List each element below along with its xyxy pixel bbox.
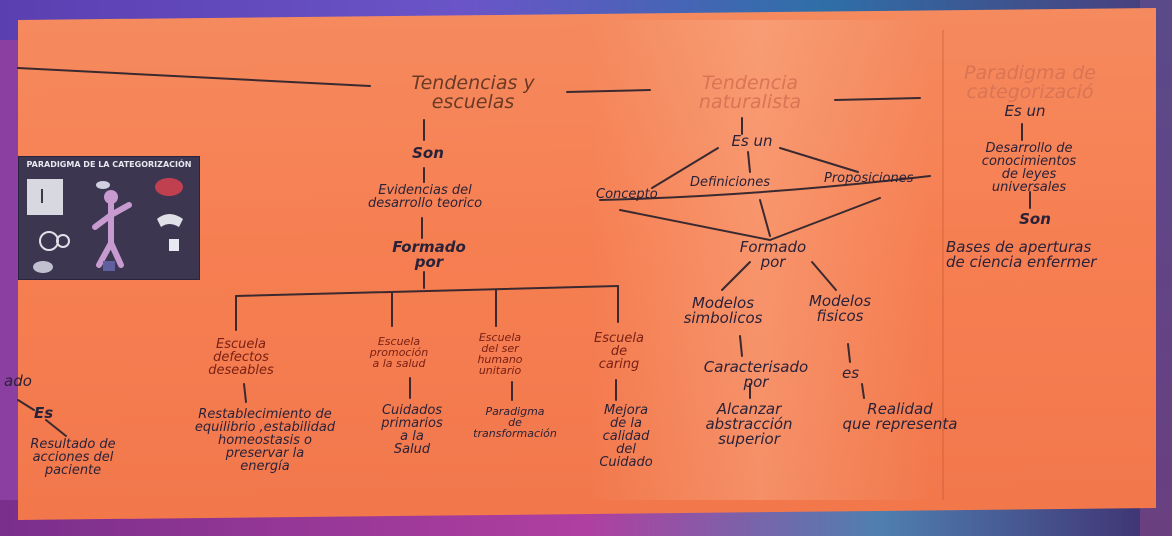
line-ado-es bbox=[17, 399, 35, 411]
pasted-picture: PARADIGMA DE LA CATEGORIZACIÓN bbox=[18, 156, 200, 280]
node-concepto: Concepto bbox=[596, 187, 658, 202]
node-alcanzar-abstraccion-superior: Alcanzar abstracción superior bbox=[705, 400, 793, 448]
picture-figure-head bbox=[104, 190, 118, 204]
line-concepto-formado bbox=[619, 209, 771, 241]
line-esun-definiciones bbox=[747, 151, 751, 173]
top-line-right bbox=[834, 97, 921, 101]
node-escuela-caring: Escuela de caring bbox=[594, 331, 644, 372]
line-es-realidad bbox=[861, 383, 865, 399]
line-definiciones-formado bbox=[759, 199, 771, 237]
line-esun-concepto bbox=[651, 147, 719, 189]
picture-title: PARADIGMA DE LA CATEGORIZACIÓN bbox=[26, 160, 192, 169]
label-son-right: Son bbox=[1019, 210, 1051, 228]
picture-illustration bbox=[27, 178, 183, 273]
paper-fold-crease bbox=[942, 30, 944, 500]
line-school1-result bbox=[243, 383, 247, 403]
picture-heart-icon bbox=[155, 178, 183, 196]
line-fisicos-es bbox=[847, 343, 851, 363]
title-paradigma-categorizacion: Paradigma de categorizació bbox=[964, 62, 1096, 103]
label-es-un-right: Es un bbox=[1004, 102, 1046, 120]
line-es-resultado bbox=[45, 419, 67, 437]
node-cuidados-primarios: Cuidados primarios a la Salud bbox=[381, 403, 443, 457]
node-escuela-ser-humano-unitario: Escuela del ser humano unitario bbox=[477, 331, 523, 377]
picture-eye-icon bbox=[96, 181, 110, 189]
picture-card-icon bbox=[27, 179, 63, 215]
node-realidad-que-representa: Realidad que representa bbox=[842, 400, 958, 433]
line-proposiciones-formado bbox=[769, 197, 881, 241]
node-restablecimiento-equilibrio: Restablecimiento de equilibrio ,estabili… bbox=[194, 407, 336, 474]
node-resultado-acciones-paciente: Resultado de acciones del paciente bbox=[30, 437, 116, 478]
node-escuela-promocion-salud: Escuela promoción a la salud bbox=[369, 335, 429, 370]
top-line-left bbox=[17, 67, 371, 87]
node-evidencias-desarrollo: Evidencias del desarrollo teorico bbox=[367, 183, 483, 211]
label-es-un-mid: Es un bbox=[731, 132, 773, 150]
picture-bone-icon bbox=[157, 214, 183, 227]
line-esun-proposiciones bbox=[779, 147, 859, 173]
node-bases-aperturas-ciencia: Bases de aperturas de ciencia enfermer bbox=[946, 238, 1097, 271]
label-es-mid: es bbox=[842, 364, 860, 382]
top-line-mid bbox=[566, 89, 651, 93]
node-definiciones: Definiciones bbox=[690, 175, 770, 190]
picture-figure-body bbox=[92, 201, 132, 268]
line-simbolicos-caract bbox=[739, 335, 743, 357]
node-mejora-calidad-cuidado: Mejora de la calidad del Cuidado bbox=[599, 403, 653, 470]
node-proposiciones: Proposiciones bbox=[824, 171, 914, 186]
picture-cup-icon bbox=[169, 239, 179, 251]
node-escuela-defectos-deseables: Escuela defectos deseables bbox=[208, 337, 274, 378]
label-formado-por-left: Formado por bbox=[392, 238, 466, 271]
title-tendencias-escuelas: Tendencias y escuelas bbox=[411, 72, 535, 113]
label-es-left: Es bbox=[34, 404, 54, 422]
label-son-left: Son bbox=[412, 144, 444, 162]
label-caracterisado-por: Caracterisado por bbox=[703, 358, 809, 391]
node-desarrollo-conocimientos-leyes: Desarrollo de conocimientos de leyes uni… bbox=[981, 141, 1077, 195]
picture-box-icon bbox=[103, 261, 115, 271]
label-ado-fragment: ado bbox=[4, 372, 32, 390]
title-tendencia-naturalista: Tendencia naturalista bbox=[698, 72, 802, 113]
picture-ring-icon bbox=[39, 231, 59, 251]
line-formado-fisicos bbox=[811, 261, 837, 291]
label-formado-por-mid: Formado por bbox=[739, 238, 807, 271]
picture-hat-icon bbox=[33, 261, 53, 273]
node-paradigma-transformacion: Paradigma de transformación bbox=[473, 405, 557, 440]
line-formado-simbolicos bbox=[721, 261, 751, 291]
bar-schools bbox=[235, 285, 619, 297]
node-modelos-fisicos: Modelos fisicos bbox=[808, 292, 872, 325]
node-modelos-simbolicos: Modelos simbolicos bbox=[683, 294, 763, 327]
curve-concepto bbox=[599, 175, 931, 201]
